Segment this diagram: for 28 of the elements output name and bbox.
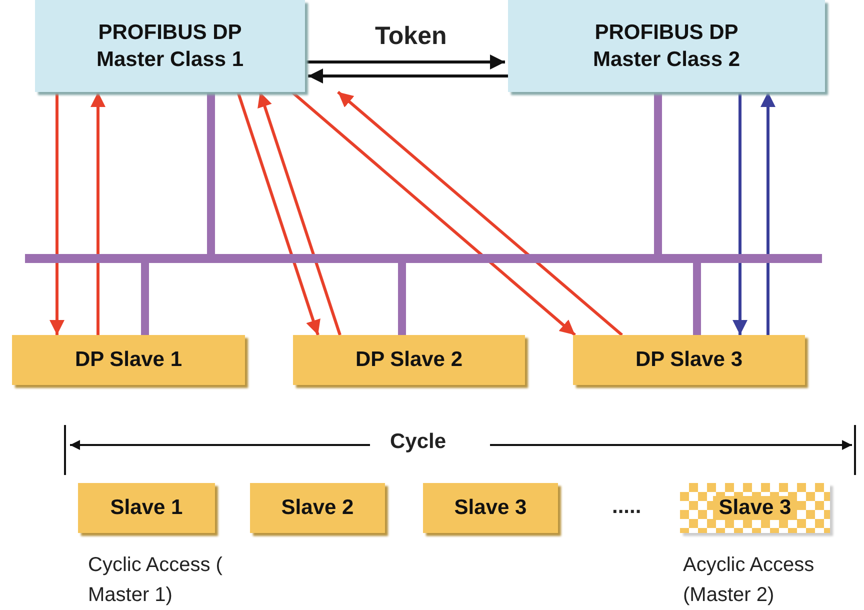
slave-box: DP Slave 1 — [12, 335, 245, 385]
caption-text: Acyclic Access (Master 2) — [683, 553, 816, 608]
slave-box: DP Slave 3 — [573, 335, 805, 385]
ellipsis-text: ..... — [612, 495, 642, 519]
arrow — [236, 92, 320, 336]
master-box: PROFIBUS DP Master Class 2 — [508, 0, 825, 92]
slave-box: Slave 3 — [423, 483, 558, 533]
arrow — [50, 92, 64, 335]
slave-box: Slave 1 — [78, 483, 215, 533]
bus-stub-line — [693, 263, 701, 335]
arrow — [90, 92, 106, 335]
arrow — [337, 90, 623, 336]
arrow — [760, 92, 776, 335]
arrow — [732, 92, 748, 335]
arrow — [258, 92, 342, 336]
arrow — [308, 68, 508, 84]
bus-stub-line — [207, 92, 215, 254]
slave-box: Slave 2 — [250, 483, 385, 533]
bus-stub-line — [398, 263, 406, 335]
slave-box: Slave 3 — [680, 483, 830, 533]
arrow — [305, 54, 505, 70]
arrow — [291, 90, 576, 336]
bus-stub-line — [141, 263, 149, 335]
caption-text: Cyclic Access ( Master 1) — [88, 553, 224, 608]
slave-box: DP Slave 2 — [293, 335, 525, 385]
bus-stub-line — [654, 92, 662, 254]
dimension-label: Cycle — [390, 430, 446, 454]
master-box: PROFIBUS DP Master Class 1 — [35, 0, 305, 92]
